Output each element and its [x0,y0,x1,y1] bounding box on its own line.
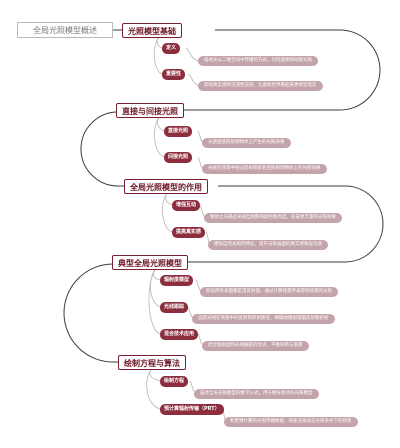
branch-t4-s3 [148,268,161,335]
main-topic-typical-models[interactable]: 典型全局光照模型 [112,255,188,270]
detail-definition[interactable]: 描述光从二维空间中传播的方式，包括直接和间接光照 [198,56,318,66]
branch-t1-s2 [153,36,163,75]
subtopic-improve-realism[interactable]: 提高真实感 [172,227,206,238]
subtopic-direct-lighting[interactable]: 直接光照 [164,126,193,137]
detail-indirect-lighting[interactable]: 光线在场景中经过反射或折射后照射到物体上的光照效果 [202,164,327,174]
subtopic-ray-tracing[interactable]: 光线跟踪 [160,302,189,313]
branch-t2-s2 [154,116,165,158]
detail-radiosity[interactable]: 假设所有表面都是漫反射面，通过计算能量传递得到场景的光照 [200,287,338,297]
branch-t5-s2 [146,368,161,410]
main-topic-rendering-equation[interactable]: 绘制方程与算法 [118,355,186,370]
detail-importance[interactable]: 影响真实感和沉浸性渲染，让虚拟世界看起来更接近现实 [198,81,323,91]
detail-hybrid-techniques[interactable]: 结合辐射度和光线跟踪的优点，平衡效率与质量 [202,341,309,351]
main-topic-direct-indirect[interactable]: 直接与间接光照 [116,103,184,118]
subtopic-definition[interactable]: 定义 [162,43,181,54]
connector-topic-2-3 [80,111,125,187]
subtopic-prt[interactable]: 预计算辐射传输（PRT） [160,404,224,415]
detail-improve-realism[interactable]: 模拟自然光照的特征，提升渲染画面的真实感和层次感 [208,240,328,250]
connector-topic-3-4 [120,185,384,263]
main-topic-lighting-basics[interactable]: 光照模型基础 [122,23,182,38]
subtopic-enhance-interaction[interactable]: 增强互动 [172,200,201,211]
branch-t3-s2 [162,192,173,233]
connector-topic-4-5 [63,263,118,363]
branch-t1-s1-leaf [185,47,201,62]
detail-prt[interactable]: 利用预计算的光照传输数据，快速渲染动态光照条件下的场景 [224,417,358,427]
subtopic-rendering-equation[interactable]: 绘制方程 [160,376,189,387]
main-topic-role-of-gi[interactable]: 全局光照模型的作用 [124,179,208,194]
detail-enhance-interaction[interactable]: 物体之间通过光线互相影响颜色和亮度，形成更丰富的光照效果 [204,213,342,223]
subtopic-indirect-lighting[interactable]: 间接光照 [164,152,193,163]
connector-topic-1-2 [125,29,381,111]
root-topic[interactable]: 全局光照模型概述 [17,22,113,38]
subtopic-importance[interactable]: 重要性 [162,69,186,80]
detail-ray-tracing[interactable]: 追踪光线在场景中的反射和折射路径，精确地模拟镜面反射和折射 [192,314,335,324]
subtopic-hybrid-techniques[interactable]: 混合技术应用 [160,329,199,340]
detail-rendering-equation[interactable]: 描述全局光照模型的数学公式，用于推导具体的光照模型 [194,389,319,399]
detail-direct-lighting[interactable]: 光源直接照射到物体上产生的光照效果 [202,138,291,148]
subtopic-radiosity[interactable]: 辐射度模型 [160,275,194,286]
branch-t4-s2 [150,268,161,308]
